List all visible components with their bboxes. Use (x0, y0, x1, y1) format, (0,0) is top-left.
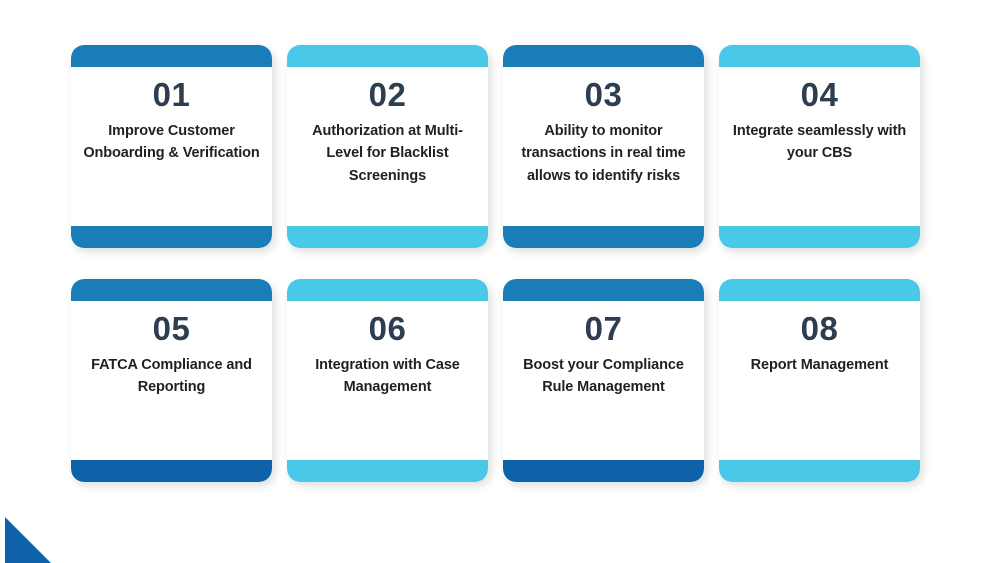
card-number: 07 (584, 310, 623, 347)
feature-card[interactable]: 08 Report Management (719, 279, 920, 482)
card-number: 03 (584, 76, 623, 113)
card-number: 08 (800, 310, 839, 347)
card-top-bar (287, 279, 488, 301)
card-text: Ability to monitor transactions in real … (521, 122, 686, 184)
card-bottom-bar (287, 226, 488, 248)
card-number: 06 (368, 310, 407, 347)
feature-card[interactable]: 01 Improve Customer Onboarding & Verific… (71, 45, 272, 248)
card-text: Integrate seamlessly with your CBS (732, 122, 907, 162)
card-text: Improve Customer Onboarding & Verificati… (83, 122, 260, 162)
card-number: 02 (368, 76, 407, 113)
card-body: 04 Integrate seamlessly with your CBS (719, 67, 920, 226)
card-text: FATCA Compliance and Reporting (91, 356, 252, 396)
card-top-bar (287, 45, 488, 67)
feature-card[interactable]: 07 Boost your Compliance Rule Management (503, 279, 704, 482)
card-body: 07 Boost your Compliance Rule Management (503, 301, 704, 460)
feature-card[interactable]: 02 Authorization at Multi-Level for Blac… (287, 45, 488, 248)
card-top-bar (71, 279, 272, 301)
card-body: 02 Authorization at Multi-Level for Blac… (287, 67, 488, 226)
feature-card[interactable]: 03 Ability to monitor transactions in re… (503, 45, 704, 248)
corner-triangle-decoration (5, 517, 51, 563)
card-number: 05 (152, 310, 191, 347)
card-body: 03 Ability to monitor transactions in re… (503, 67, 704, 226)
card-bottom-bar (719, 460, 920, 482)
card-text: Report Management (750, 356, 889, 373)
feature-card[interactable]: 06 Integration with Case Management (287, 279, 488, 482)
card-top-bar (503, 45, 704, 67)
card-body: 08 Report Management (719, 301, 920, 460)
feature-card[interactable]: 04 Integrate seamlessly with your CBS (719, 45, 920, 248)
card-bottom-bar (503, 460, 704, 482)
card-body: 01 Improve Customer Onboarding & Verific… (71, 67, 272, 226)
card-bottom-bar (71, 460, 272, 482)
card-top-bar (503, 279, 704, 301)
card-bottom-bar (287, 460, 488, 482)
card-top-bar (719, 279, 920, 301)
card-text: Boost your Compliance Rule Management (523, 356, 684, 396)
card-body: 05 FATCA Compliance and Reporting (71, 301, 272, 460)
card-text: Integration with Case Management (315, 356, 460, 396)
card-bottom-bar (719, 226, 920, 248)
card-number: 04 (800, 76, 839, 113)
card-text: Authorization at Multi-Level for Blackli… (312, 122, 463, 184)
feature-card[interactable]: 05 FATCA Compliance and Reporting (71, 279, 272, 482)
card-number: 01 (152, 76, 191, 113)
card-top-bar (71, 45, 272, 67)
card-bottom-bar (71, 226, 272, 248)
feature-card-grid: 01 Improve Customer Onboarding & Verific… (71, 45, 922, 482)
card-bottom-bar (503, 226, 704, 248)
card-top-bar (719, 45, 920, 67)
card-body: 06 Integration with Case Management (287, 301, 488, 460)
